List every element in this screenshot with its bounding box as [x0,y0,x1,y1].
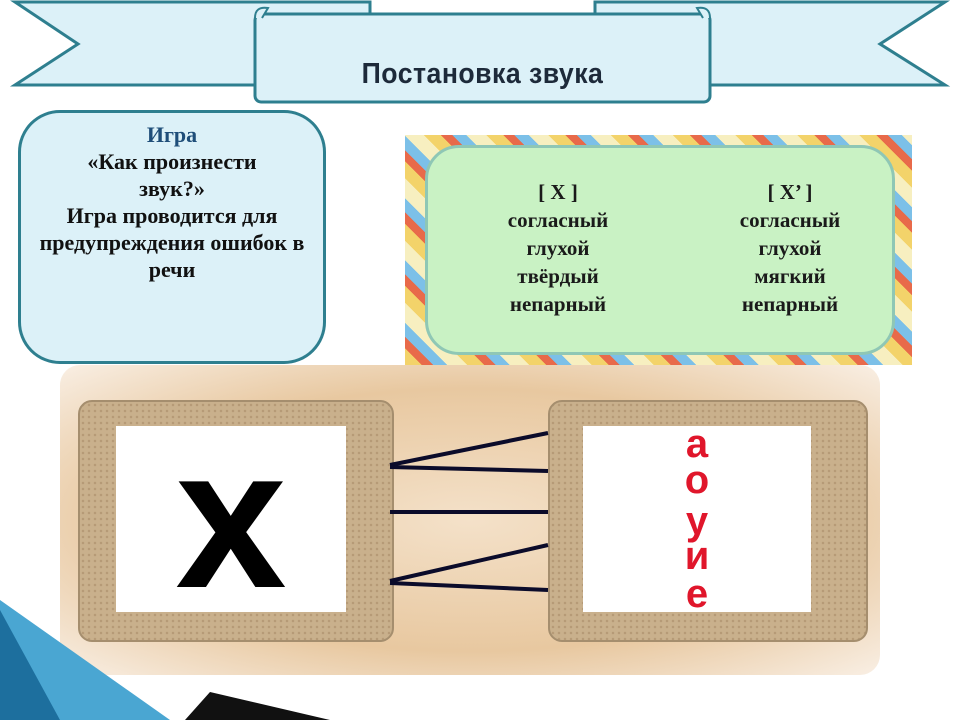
consonant-letter: х [175,407,287,630]
soft-sound-row: непарный [741,292,839,316]
vowels-card: а о у и е [583,422,811,616]
hard-sound-row: глухой [526,236,590,260]
hard-sound-row: непарный [509,292,607,316]
game-name: «Как произнести звук?» [87,149,257,201]
decorative-bar [185,692,330,720]
game-description: Игра проводится для предупреждения ошибо… [39,203,305,282]
soft-sound-symbol: [ Х’ ] [767,180,813,204]
vowel-letter: о [684,458,710,502]
connector-line [389,543,549,583]
connector-line [389,431,549,467]
right-bread-slice: а о у и е [548,400,868,642]
soft-sound-column: [ Х’ ] согласный глухой мягкий непарный [690,178,890,318]
game-description-box: Игра «Как произнести звук?» Игра проводи… [18,110,326,364]
hard-sound-row: согласный [507,208,609,232]
hard-sound-row: твёрдый [517,264,599,288]
vowel-letter: у [685,499,709,543]
sound-table: [ Х ] согласный глухой твёрдый непарный … [425,145,895,355]
page-title: Постановка звука [361,58,604,90]
left-bread-slice: х [78,400,394,642]
vowel-letter: и [684,534,710,578]
soft-sound-row: согласный [739,208,841,232]
title-banner [9,0,951,104]
soft-sound-row: мягкий [754,264,826,288]
consonant-card: х [116,407,346,630]
vowel-letter: е [685,572,709,616]
hard-sound-symbol: [ Х ] [538,180,578,204]
connector-line [389,465,549,473]
hard-sound-column: [ Х ] согласный глухой твёрдый непарный [458,178,658,318]
soft-sound-row: глухой [758,236,822,260]
connector-line [389,581,549,592]
vowel-letter: а [685,422,709,466]
game-label: Игра [146,122,198,147]
